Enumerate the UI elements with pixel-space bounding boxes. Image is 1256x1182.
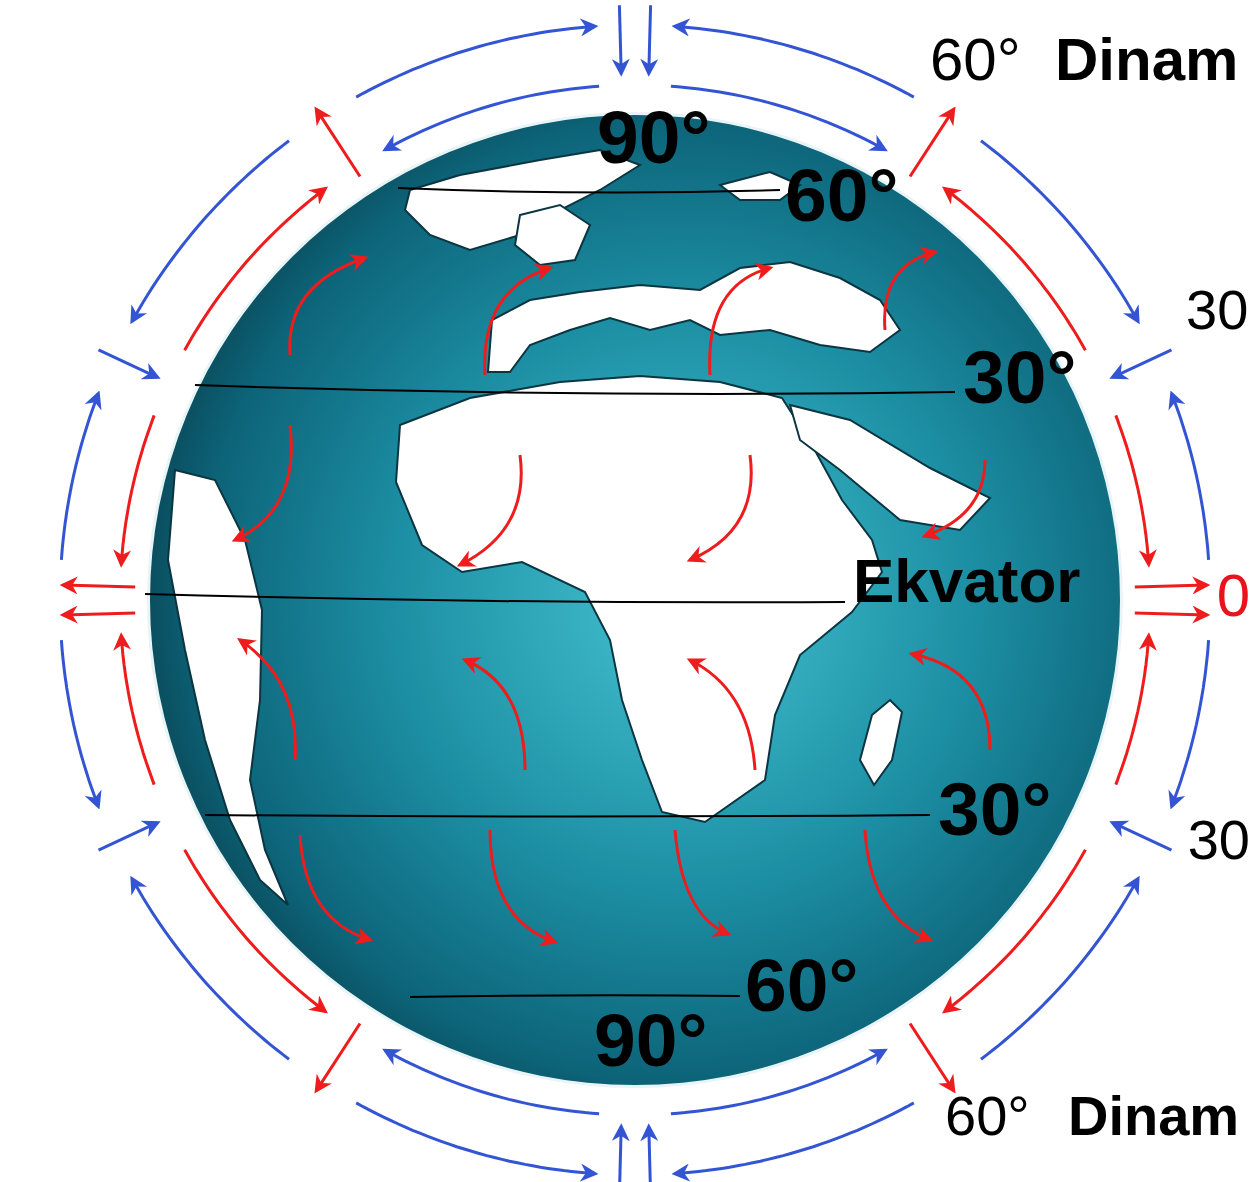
cell-arc bbox=[1172, 640, 1209, 806]
wind-arrow bbox=[460, 455, 521, 565]
wind-arrow bbox=[290, 258, 365, 355]
pressure-label: Dinam bbox=[1068, 1088, 1239, 1144]
vertical-flow bbox=[1135, 613, 1207, 615]
latitude-label: 90° bbox=[597, 100, 710, 175]
continent bbox=[168, 470, 288, 905]
globe-rim bbox=[147, 112, 1123, 1088]
cell-arc bbox=[121, 415, 154, 564]
cell-arc bbox=[61, 394, 98, 560]
globe bbox=[150, 115, 1120, 1085]
latitude-label: 90° bbox=[594, 1003, 707, 1078]
continent bbox=[488, 262, 900, 372]
vertical-flow bbox=[1135, 585, 1207, 587]
wind-arrow bbox=[675, 830, 728, 934]
cell-arc bbox=[385, 86, 599, 149]
vertical-flow bbox=[649, 5, 651, 73]
continent bbox=[860, 700, 902, 785]
cell-arc bbox=[356, 1103, 595, 1174]
vertical-flow bbox=[1113, 823, 1172, 851]
wind-arrow bbox=[690, 455, 751, 560]
latitude-label: 30 bbox=[1186, 282, 1248, 338]
cell-arc bbox=[121, 636, 154, 785]
continents bbox=[168, 150, 990, 905]
cell-arc bbox=[675, 1103, 914, 1174]
vertical-flow bbox=[910, 109, 954, 176]
latitude-label: 60° bbox=[930, 30, 1021, 90]
vertical-flow bbox=[99, 350, 158, 378]
wind-arrow bbox=[490, 830, 555, 942]
cell-arc bbox=[981, 141, 1138, 321]
cell-arc bbox=[981, 879, 1138, 1059]
vertical-flow bbox=[316, 1024, 360, 1091]
vertical-flow bbox=[619, 5, 621, 73]
equator-label: Ekvator bbox=[853, 550, 1080, 612]
wind-arrow bbox=[235, 425, 291, 540]
vertical-flow bbox=[316, 109, 360, 176]
latitude-line bbox=[398, 188, 780, 193]
latitude-line bbox=[410, 995, 740, 997]
cell-arc bbox=[945, 189, 1086, 351]
vertical-flow bbox=[1113, 350, 1172, 378]
cell-arc bbox=[1116, 415, 1149, 564]
vertical-flow bbox=[910, 1024, 954, 1091]
cell-arc bbox=[385, 1050, 599, 1113]
wind-arrow bbox=[240, 640, 295, 760]
continent bbox=[515, 205, 590, 265]
pressure-label: Dinam bbox=[1055, 30, 1238, 90]
wind-arrow bbox=[710, 268, 770, 375]
vertical-flow bbox=[649, 1127, 651, 1182]
vertical-flow bbox=[99, 823, 158, 851]
cell-arc bbox=[675, 26, 914, 97]
latitude-line bbox=[145, 594, 845, 602]
cell-arc bbox=[1116, 636, 1149, 785]
wind-arrow bbox=[912, 654, 990, 750]
wind-arrow bbox=[485, 268, 550, 375]
latitude-line bbox=[195, 385, 955, 394]
wind-arrow bbox=[690, 660, 755, 770]
vertical-flow bbox=[619, 1127, 621, 1182]
cell-arc bbox=[61, 640, 98, 806]
cell-arc bbox=[1172, 394, 1209, 560]
cell-arc bbox=[356, 26, 595, 97]
latitude-label: 30° bbox=[938, 772, 1051, 847]
wind-arrow bbox=[885, 252, 935, 330]
latitude-label: 60° bbox=[745, 948, 858, 1023]
circulation-cells bbox=[61, 5, 1208, 1182]
latitude-line bbox=[205, 815, 930, 817]
wind-arrow bbox=[925, 460, 985, 536]
cell-arc bbox=[132, 141, 289, 321]
cell-arc bbox=[945, 850, 1086, 1012]
wind-arrow bbox=[300, 835, 370, 940]
cell-arc bbox=[132, 879, 289, 1059]
vertical-flow bbox=[63, 613, 135, 615]
latitude-label: 60° bbox=[945, 1088, 1030, 1144]
wind-arrow bbox=[465, 660, 525, 770]
vertical-flow bbox=[63, 585, 135, 587]
latitude-label: 0 bbox=[1217, 566, 1250, 626]
latitude-label: 30 bbox=[1188, 812, 1250, 868]
latitude-lines bbox=[145, 188, 955, 997]
wind-arrow bbox=[865, 830, 930, 940]
cell-arc bbox=[185, 189, 326, 351]
latitude-label: 60° bbox=[785, 158, 898, 233]
continent bbox=[790, 405, 990, 530]
cell-arc bbox=[185, 850, 326, 1012]
latitude-label: 30° bbox=[963, 340, 1076, 415]
